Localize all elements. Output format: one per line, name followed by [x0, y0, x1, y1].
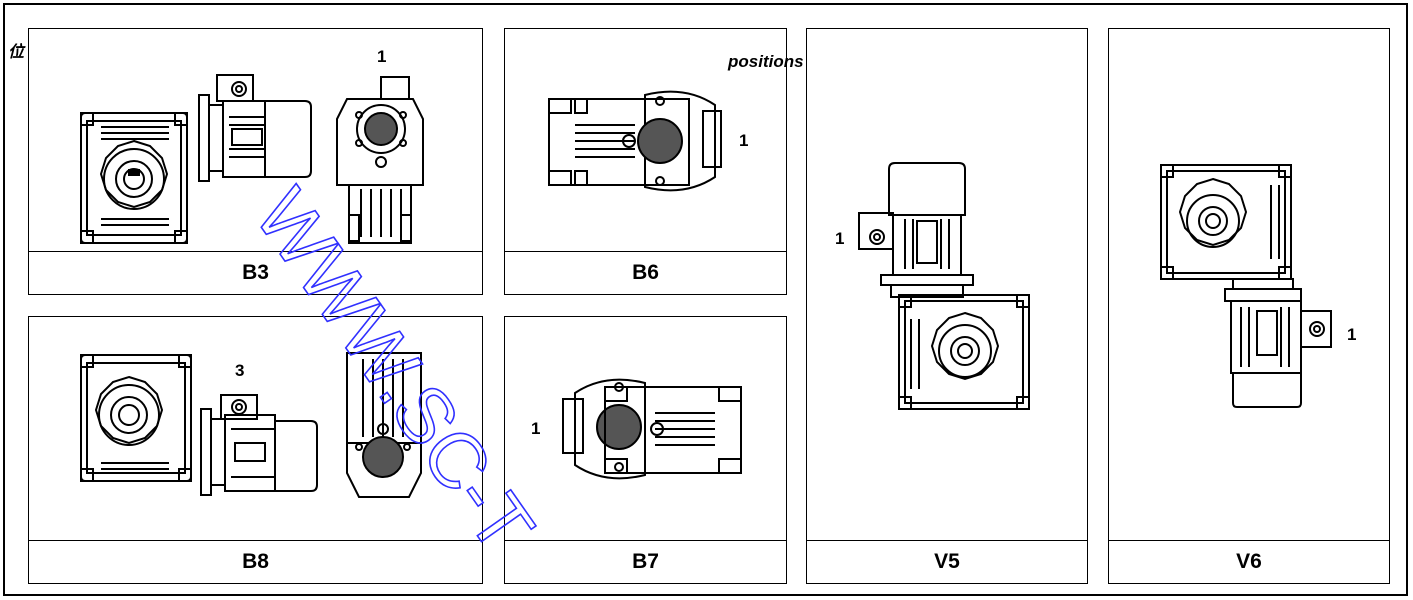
- page-frame: [3, 3, 1408, 596]
- b3-label: B3: [29, 251, 482, 294]
- panel-b6: 1 B6: [504, 28, 787, 295]
- v6-label: V6: [1109, 540, 1389, 583]
- side-mark: 位: [8, 42, 25, 61]
- v5-label: V5: [807, 540, 1087, 583]
- b7-label: B7: [505, 540, 786, 583]
- v6-position-mark: 1: [1347, 325, 1357, 344]
- b3-position-mark: 1: [377, 47, 387, 66]
- page-title: positions: [728, 52, 804, 71]
- b8-gearbox-drawing: [80, 352, 422, 498]
- b6-label: B6: [505, 251, 786, 294]
- panel-b7: 1 B7: [504, 316, 787, 584]
- v5-position-mark: 1: [835, 229, 845, 248]
- b3-gearbox-drawing: [80, 74, 424, 244]
- v6-gearbox-drawing: [1160, 164, 1332, 408]
- panel-v5: 1 V5: [806, 28, 1088, 584]
- panel-b3: 1 B3: [28, 28, 483, 295]
- b7-position-mark: 1: [531, 419, 541, 438]
- b6-gearbox-drawing: [548, 90, 722, 192]
- b7-gearbox-drawing: [562, 378, 742, 480]
- b8-label: B8: [29, 540, 482, 583]
- b8-position-mark: 3: [235, 361, 245, 380]
- panel-b8: 3 B8: [28, 316, 483, 584]
- b6-position-mark: 1: [739, 131, 749, 150]
- v5-gearbox-drawing: [858, 162, 1030, 410]
- panel-v6: 1 V6: [1108, 28, 1390, 584]
